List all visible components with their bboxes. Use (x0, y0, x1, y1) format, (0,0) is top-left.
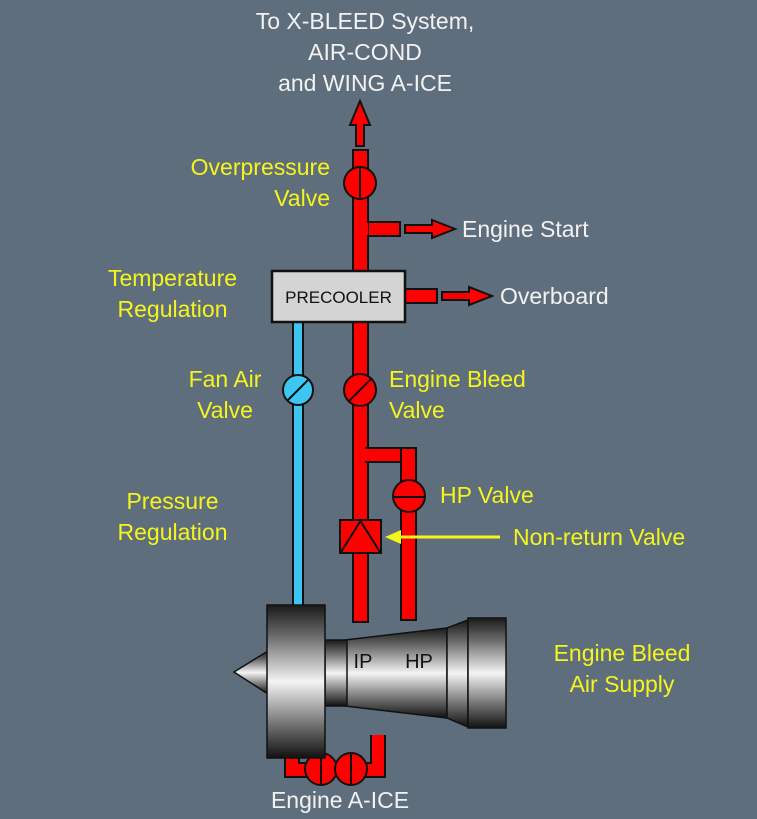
pressure-regulation-line-1: Pressure (126, 488, 219, 514)
precooler: PRECOOLER (270, 269, 407, 324)
pressure-regulation-line-2: Regulation (117, 519, 228, 545)
engine-spinner (232, 649, 269, 696)
fan-air-valve-label-line-1: Fan Air (188, 366, 262, 392)
destination-top-label: To X-BLEED System, AIR-COND and WING A-I… (205, 6, 525, 99)
outlet-arrow-up (348, 98, 372, 147)
engine-aice-valve-2-icon[interactable] (334, 752, 368, 786)
engine-bleed-valve-label-line-1: Engine Bleed (389, 366, 526, 392)
fan-air-valve-label-line-2: Valve (197, 397, 253, 423)
engine-bleed-air-supply-line-1: Engine Bleed (553, 640, 691, 666)
fan-air-valve-label: Fan Air Valve (170, 364, 280, 426)
engine-start-arrow (404, 218, 458, 240)
engine-bleed-valve-label: Engine Bleed Valve (389, 364, 526, 426)
engine-transition (446, 618, 469, 729)
overboard-label: Overboard (500, 283, 609, 309)
engine-bleed-valve-icon[interactable] (343, 373, 377, 407)
hp-valve-label: HP Valve (440, 482, 534, 508)
overpressure-valve-label: Overpressure Valve (150, 152, 330, 214)
overpressure-valve-icon[interactable] (343, 166, 377, 200)
engine-bleed-valve-label-line-2: Valve (389, 397, 445, 423)
engine-bleed-air-supply-line-2: Air Supply (569, 671, 675, 697)
destination-top-line-1: To X-BLEED System, (255, 8, 475, 34)
non-return-pointer-arrow (385, 530, 500, 544)
fan-air-pipe (292, 319, 304, 608)
temperature-regulation-label: Temperature Regulation (90, 263, 255, 325)
fan-air-valve-icon[interactable] (282, 374, 314, 406)
engine-bleed-air-supply-label: Engine Bleed Air Supply (532, 638, 712, 700)
temperature-regulation-line-1: Temperature (107, 265, 238, 291)
temperature-regulation-line-2: Regulation (117, 296, 228, 322)
engine-fan-case (266, 604, 326, 759)
precooler-label: PRECOOLER (285, 288, 392, 307)
overboard-pipe (402, 288, 438, 304)
overpressure-valve-label-line-1: Overpressure (190, 154, 330, 180)
engine-core (344, 627, 448, 719)
engine-hp-label: HP (405, 651, 433, 673)
engine-exhaust (467, 617, 507, 729)
destination-top-line-2: AIR-COND (308, 39, 422, 65)
engine-shaft (324, 639, 348, 707)
overboard-arrow (441, 285, 495, 307)
engine-ip-label: IP (354, 651, 373, 673)
pressure-regulation-label: Pressure Regulation (90, 486, 255, 548)
destination-top-line-3: and WING A-ICE (278, 70, 452, 96)
engine: IP HP (232, 604, 507, 759)
engine-aice-label: Engine A-ICE (270, 787, 410, 813)
hp-valve-icon[interactable] (392, 479, 426, 513)
non-return-valve-label: Non-return Valve (513, 524, 686, 550)
engine-start-label: Engine Start (462, 216, 589, 242)
overpressure-valve-label-line-2: Valve (274, 185, 330, 211)
non-return-valve-icon[interactable] (339, 519, 382, 554)
